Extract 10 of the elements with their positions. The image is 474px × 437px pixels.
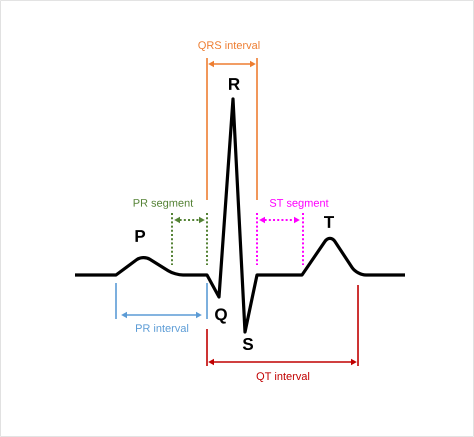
wave-label: S <box>242 338 254 350</box>
wave-label: Q <box>215 308 227 324</box>
wave-label: R <box>229 78 240 90</box>
dimension-label: QRS interval <box>198 40 260 52</box>
dimension-label: QT interval <box>256 372 310 382</box>
dimension-label: PR interval <box>136 324 188 332</box>
wave-label: T <box>324 216 334 228</box>
wave-label: P <box>135 230 146 242</box>
dimension-label: ST segment <box>270 199 329 209</box>
dimension-label: PR segment <box>134 199 194 209</box>
